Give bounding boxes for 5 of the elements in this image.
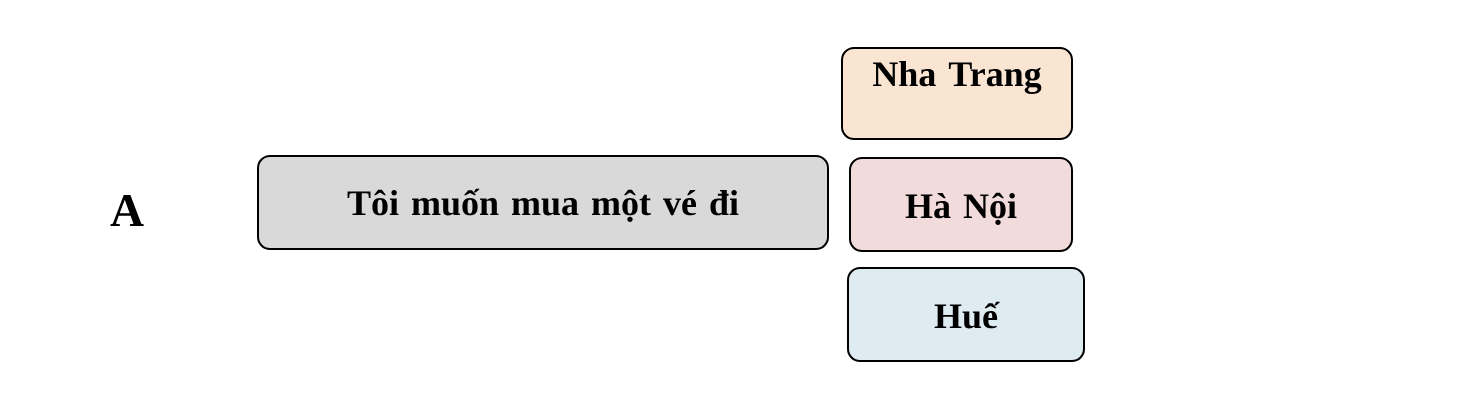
rounded-box: Nha Trang — [841, 47, 1073, 140]
rounded-box: Huế — [847, 267, 1085, 362]
rounded-box: Tôi muốn mua một vé đi — [257, 155, 829, 250]
rounded-box: Hà Nội — [849, 157, 1073, 252]
panel-label: A — [110, 195, 144, 226]
